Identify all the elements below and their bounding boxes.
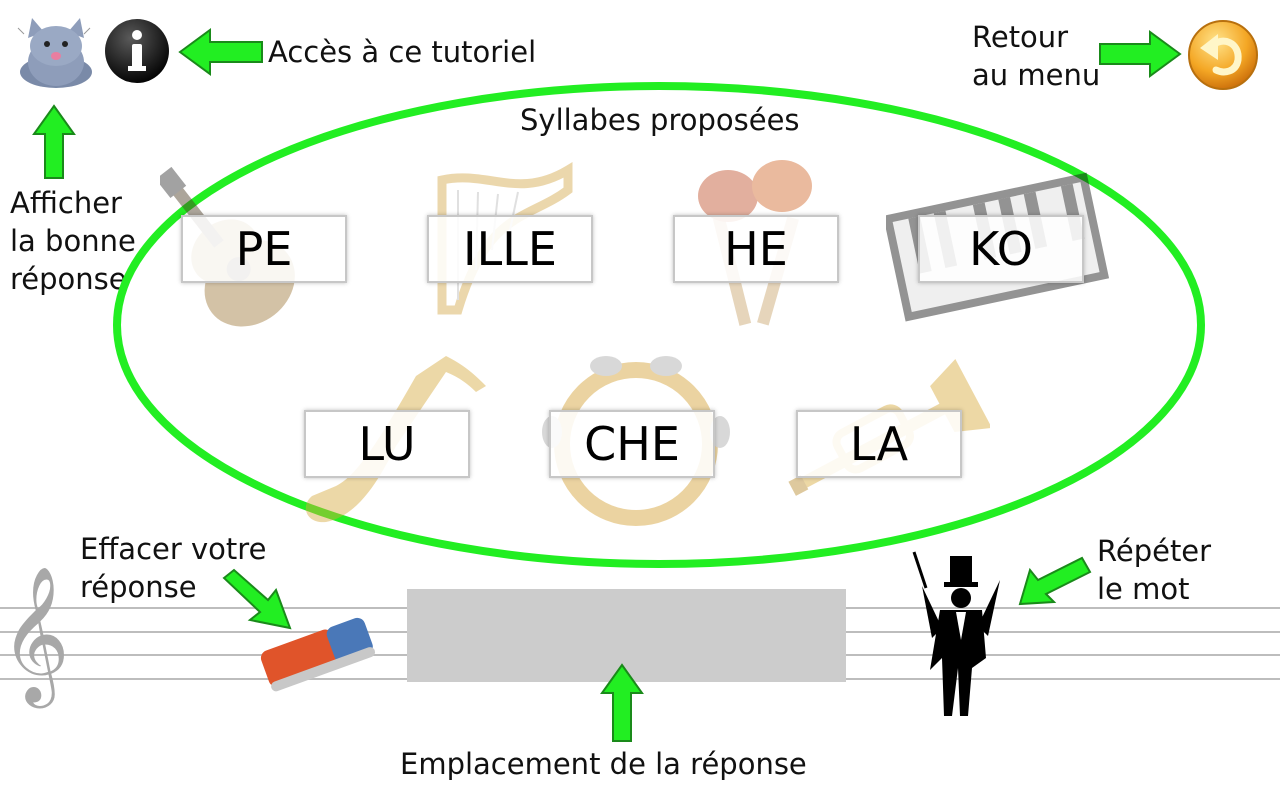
syllable-tile[interactable]: LU <box>304 410 470 478</box>
syllable-tile[interactable]: CHE <box>549 410 715 478</box>
eraser-icon <box>260 617 376 692</box>
show-answer-label: Afficher la bonne réponse <box>10 186 136 296</box>
syllable-tile[interactable]: HE <box>673 215 839 283</box>
syllable-tile[interactable]: LA <box>796 410 962 478</box>
eraser-button[interactable] <box>248 610 382 696</box>
info-button[interactable] <box>103 17 171 85</box>
answer-area-label: Emplacement de la réponse <box>400 747 807 781</box>
info-icon <box>105 19 169 83</box>
syllable-tile[interactable]: PE <box>181 215 347 283</box>
tutorial-access-label: Accès à ce tutoriel <box>268 35 537 69</box>
arrow-icon <box>600 663 644 743</box>
back-arrow-icon <box>1188 20 1258 90</box>
treble-clef-icon: 𝄞 <box>0 564 70 702</box>
arrow-icon <box>1016 556 1096 608</box>
syllable-tile[interactable]: KO <box>918 215 1084 283</box>
menu-label: Retour au menu <box>972 20 1101 92</box>
arrow-icon <box>32 104 76 180</box>
syllables-highlight <box>113 82 1205 568</box>
answer-area[interactable] <box>407 589 846 682</box>
repeat-word-label: Répéter le mot <box>1097 534 1212 606</box>
syllables-title: Syllabes proposées <box>520 103 800 137</box>
erase-label: Effacer votre réponse <box>80 532 267 604</box>
back-to-menu-button[interactable] <box>1186 18 1260 92</box>
arrow-icon <box>220 568 294 632</box>
cat-icon[interactable] <box>10 16 98 90</box>
conductor-icon <box>912 551 1000 716</box>
arrow-icon <box>178 28 264 76</box>
arrow-icon <box>1098 30 1182 78</box>
conductor-button[interactable] <box>906 548 1010 718</box>
syllable-tile[interactable]: ILLE <box>427 215 593 283</box>
